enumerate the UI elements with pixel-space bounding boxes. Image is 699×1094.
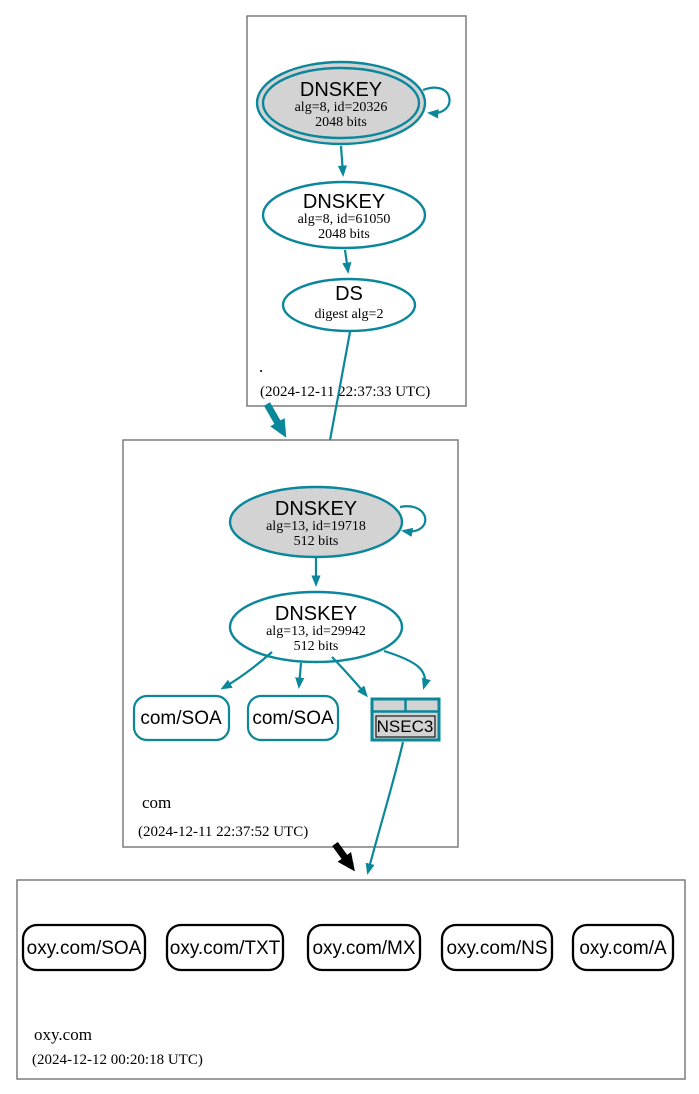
edge-com-delegation-to-oxycom bbox=[332, 841, 355, 872]
zone-root-timestamp: (2024-12-11 22:37:33 UTC) bbox=[260, 384, 430, 400]
node-root-ksk-alg: alg=8, id=20326 bbox=[295, 100, 388, 115]
zone-oxycom-timestamp: (2024-12-12 00:20:18 UTC) bbox=[32, 1052, 203, 1068]
node-com-ksk-alg: alg=13, id=19718 bbox=[266, 519, 366, 534]
node-com-zsk-title: DNSKEY bbox=[275, 603, 357, 625]
edge-com-zsk-to-nsec3-top bbox=[383, 649, 431, 690]
node-root-ksk-bits: 2048 bits bbox=[315, 115, 367, 130]
node-com-soa-2-label: com/SOA bbox=[252, 708, 334, 729]
edge-com-zsk-to-nsec3-left bbox=[331, 656, 368, 698]
zone-oxycom-box bbox=[16, 879, 686, 1080]
node-oxycom-mx-label: oxy.com/MX bbox=[312, 938, 415, 959]
node-com-soa-1[interactable]: com/SOA bbox=[132, 694, 231, 742]
node-oxycom-txt-label: oxy.com/TXT bbox=[170, 938, 281, 959]
node-root-zsk-title: DNSKEY bbox=[303, 191, 385, 213]
node-root-zsk-bits: 2048 bits bbox=[318, 227, 370, 242]
node-oxycom-soa[interactable]: oxy.com/SOA bbox=[21, 923, 147, 972]
node-root-dnskey-zsk[interactable]: DNSKEY alg=8, id=61050 2048 bits bbox=[261, 180, 427, 250]
node-oxycom-a-label: oxy.com/A bbox=[579, 938, 667, 959]
edge-com-zsk-to-soa2 bbox=[295, 662, 305, 690]
edge-com-nsec3-to-oxycom bbox=[365, 741, 405, 875]
zone-com-label: com bbox=[142, 793, 171, 812]
node-oxycom-mx[interactable]: oxy.com/MX bbox=[306, 923, 422, 972]
edge-com-zsk-to-soa1 bbox=[220, 651, 273, 690]
zone-root-label: . bbox=[259, 357, 263, 376]
node-root-ksk-title: DNSKEY bbox=[300, 79, 382, 101]
node-com-dnskey-zsk[interactable]: DNSKEY alg=13, id=29942 512 bits bbox=[228, 590, 404, 664]
zone-com-timestamp: (2024-12-11 22:37:52 UTC) bbox=[138, 824, 308, 840]
node-root-dnskey-ksk[interactable]: DNSKEY alg=8, id=20326 2048 bits bbox=[255, 60, 427, 146]
edge-root-ksk-selfloop bbox=[422, 86, 451, 119]
node-com-soa-2[interactable]: com/SOA bbox=[246, 694, 340, 742]
node-com-nsec3-label: NSEC3 bbox=[377, 717, 434, 736]
node-oxycom-soa-label: oxy.com/SOA bbox=[27, 938, 142, 959]
node-oxycom-txt[interactable]: oxy.com/TXT bbox=[165, 923, 285, 972]
node-oxycom-a[interactable]: oxy.com/A bbox=[571, 923, 675, 972]
zone-root: . (2024-12-11 22:37:33 UTC) DNSKEY alg=8… bbox=[246, 15, 467, 407]
edge-root-ksk-to-zsk bbox=[337, 145, 347, 178]
node-com-dnskey-ksk[interactable]: DNSKEY alg=13, id=19718 512 bits bbox=[228, 485, 404, 559]
node-com-soa-1-label: com/SOA bbox=[140, 708, 222, 729]
node-root-zsk-alg: alg=8, id=61050 bbox=[298, 212, 391, 227]
node-com-zsk-alg: alg=13, id=29942 bbox=[266, 624, 366, 639]
node-com-ksk-bits: 512 bits bbox=[294, 534, 339, 549]
edge-com-ksk-selfloop bbox=[399, 505, 427, 537]
node-com-zsk-bits: 512 bits bbox=[294, 639, 339, 654]
node-oxycom-ns[interactable]: oxy.com/NS bbox=[440, 923, 554, 972]
edge-root-zsk-to-ds bbox=[342, 249, 352, 274]
zone-com: com (2024-12-11 22:37:52 UTC) DNSKEY alg… bbox=[122, 439, 459, 848]
edge-root-delegation-to-com bbox=[263, 402, 287, 438]
node-com-ksk-title: DNSKEY bbox=[275, 498, 357, 520]
node-root-ds[interactable]: DS digest alg=2 bbox=[281, 277, 417, 333]
node-com-nsec3[interactable]: NSEC3 bbox=[370, 697, 441, 742]
zone-oxycom-label: oxy.com bbox=[34, 1025, 92, 1044]
node-oxycom-ns-label: oxy.com/NS bbox=[446, 938, 547, 959]
node-root-ds-title: DS bbox=[335, 283, 363, 305]
zone-oxycom: oxy.com (2024-12-12 00:20:18 UTC) oxy.co… bbox=[16, 879, 686, 1080]
node-root-ds-digest: digest alg=2 bbox=[315, 307, 384, 322]
